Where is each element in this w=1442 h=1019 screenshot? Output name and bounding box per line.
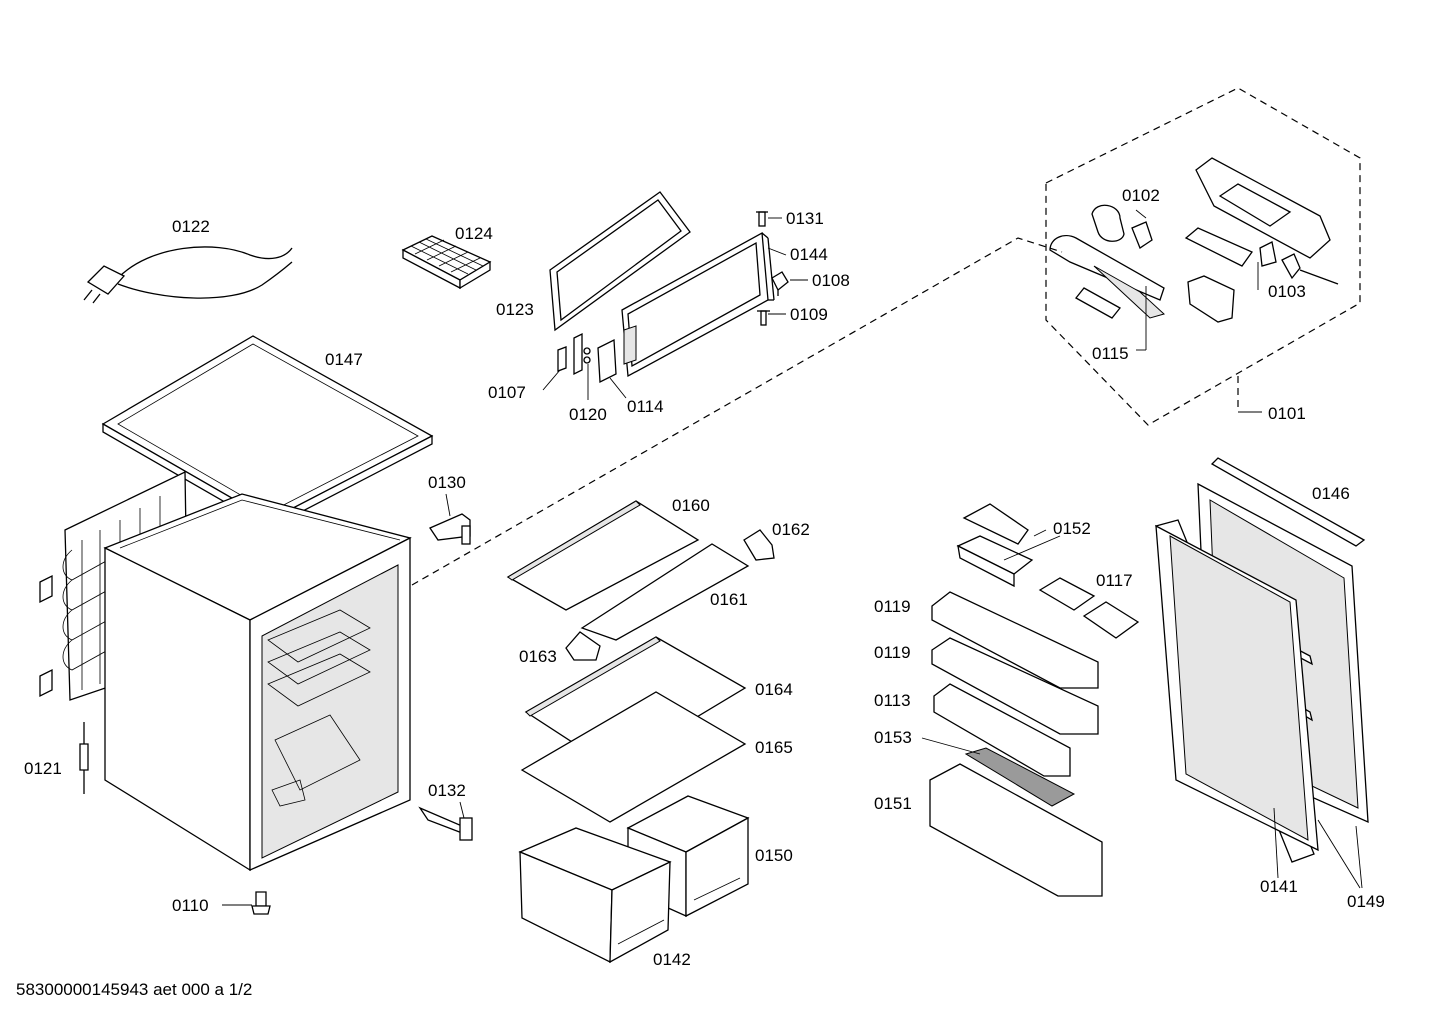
hinge-0108-drawing xyxy=(771,271,789,296)
rack-0119a-drawing xyxy=(931,591,1099,689)
rack-0113-drawing xyxy=(933,683,1071,777)
egg-tray-0117b-drawing xyxy=(1082,601,1140,639)
group-boundary xyxy=(1045,87,1361,426)
egg-tray-0117a-drawing xyxy=(1038,577,1096,611)
rack-0151-drawing xyxy=(929,763,1103,897)
leader-lines xyxy=(222,209,1363,906)
label-0119a: 0119 xyxy=(874,597,911,616)
label-0161: 0161 xyxy=(710,590,748,609)
label-0121: 0121 xyxy=(24,759,62,778)
label-0147: 0147 xyxy=(325,350,363,369)
screw-0131-drawing xyxy=(756,211,768,227)
screw-0109-drawing xyxy=(757,310,770,326)
part-labels: 0122 0124 0123 0131 0144 0108 0109 0107 … xyxy=(24,186,1385,969)
label-0149: 0149 xyxy=(1347,892,1385,911)
shelf-0160-drawing xyxy=(506,500,700,611)
label-0132: 0132 xyxy=(428,781,466,800)
bracket-0130-drawing xyxy=(429,513,471,545)
cover-0165-drawing xyxy=(520,691,747,823)
cover-0114-drawing xyxy=(597,338,617,384)
label-0107: 0107 xyxy=(488,383,526,402)
label-0146: 0146 xyxy=(1312,484,1350,503)
foot-0110-drawing xyxy=(251,891,271,915)
label-0152: 0152 xyxy=(1053,519,1091,538)
label-0151: 0151 xyxy=(874,794,912,813)
diagram-footer-code: 58300000145943 aet 000 a 1/2 xyxy=(16,980,253,999)
crisper-0142-drawing xyxy=(518,827,672,964)
freezer-door-drawing xyxy=(621,231,775,378)
label-0102: 0102 xyxy=(1122,186,1160,205)
label-0153: 0153 xyxy=(874,728,912,747)
connector-line xyxy=(411,237,1063,586)
label-0113: 0113 xyxy=(874,691,911,710)
butter-box-0152-drawing xyxy=(956,503,1034,588)
label-0130: 0130 xyxy=(428,473,466,492)
label-0109: 0109 xyxy=(790,305,828,324)
label-0119b: 0119 xyxy=(874,643,911,662)
label-0101: 0101 xyxy=(1268,404,1306,423)
label-0124: 0124 xyxy=(455,224,493,243)
label-0114: 0114 xyxy=(627,397,664,416)
label-0144: 0144 xyxy=(790,245,828,264)
label-0115: 0115 xyxy=(1092,344,1129,363)
support-0162-drawing xyxy=(743,529,775,561)
label-0162: 0162 xyxy=(772,520,810,539)
hinge-0132-drawing xyxy=(418,806,473,841)
shelf-0161-drawing xyxy=(580,543,750,641)
divider-0153-drawing xyxy=(964,747,1076,807)
label-0131: 0131 xyxy=(786,209,824,228)
power-cord-drawing xyxy=(83,246,293,304)
cover-strip-0146-drawing xyxy=(1210,457,1366,547)
label-0103: 0103 xyxy=(1268,282,1306,301)
cabinet-drawing xyxy=(39,470,412,872)
label-0141: 0141 xyxy=(1260,877,1298,896)
hinge-pin-0120-drawing xyxy=(573,332,591,376)
ice-tray-drawing xyxy=(401,235,492,290)
label-0142: 0142 xyxy=(653,950,691,969)
label-0163: 0163 xyxy=(519,647,557,666)
thermostat-group-0101 xyxy=(1045,87,1361,426)
door-gasket-drawing xyxy=(549,191,691,332)
label-0108: 0108 xyxy=(812,271,850,290)
label-0110: 0110 xyxy=(172,896,209,915)
dryer-0121-drawing xyxy=(79,722,89,794)
label-0165: 0165 xyxy=(755,738,793,757)
label-0123: 0123 xyxy=(496,300,534,319)
label-0117: 0117 xyxy=(1096,571,1133,590)
catch-0107-drawing xyxy=(557,346,567,372)
door-gasket-0141-drawing xyxy=(1155,519,1319,863)
support-0163-drawing xyxy=(565,631,601,661)
rack-0119b-drawing xyxy=(931,637,1099,735)
label-0150: 0150 xyxy=(755,846,793,865)
label-0160: 0160 xyxy=(672,496,710,515)
label-0122: 0122 xyxy=(172,217,210,236)
label-0164: 0164 xyxy=(755,680,793,699)
label-0120: 0120 xyxy=(569,405,607,424)
